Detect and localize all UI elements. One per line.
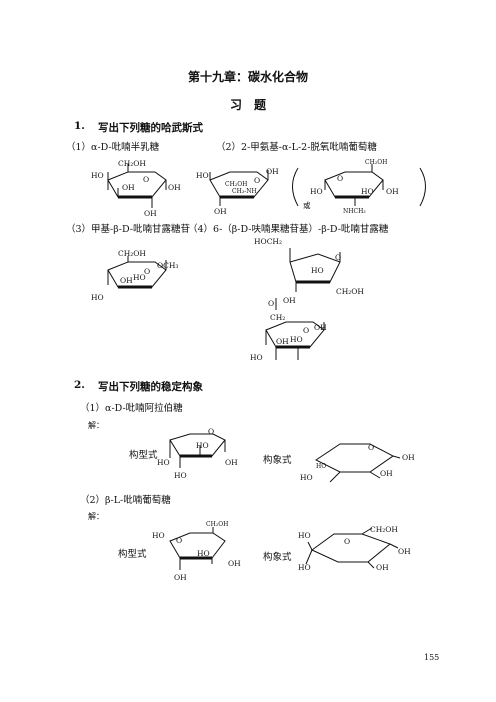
- q2-1-chair-oh2: OH: [380, 469, 393, 478]
- q2-2-oh: OH: [228, 559, 241, 568]
- exercises-title: 习 题: [229, 98, 266, 112]
- q1-or: 或: [303, 200, 311, 210]
- q1-4-ho2: HO: [290, 335, 303, 344]
- q1-3-och3: OCH₃: [157, 261, 178, 270]
- q2-1-conform-label: 构象式: [263, 455, 292, 466]
- q2-2-config-label: 构型式: [118, 549, 147, 560]
- q1-2-ch2oh: CH₂OH: [225, 181, 247, 188]
- q1-1-oh-bottom: OH: [144, 209, 157, 218]
- q1-2b-oh: OH: [386, 187, 399, 196]
- q1-4-ch2oh: CH₂OH: [336, 287, 364, 296]
- q1-2b-nhch3: NHCH₃: [343, 208, 366, 215]
- q1-3-ring-o: O: [144, 267, 150, 276]
- q1-text: 写出下列糖的哈武斯式: [98, 122, 203, 134]
- q1-number: 1.: [74, 120, 85, 132]
- q2-1-chair-o: O: [368, 443, 374, 452]
- q1-4-hoch2: HOCH₂: [254, 237, 282, 246]
- q2-1-chair-ho2: HO: [300, 473, 313, 482]
- q2-2-chair-oh2: OH: [376, 563, 389, 572]
- q1-3-ho: HO: [133, 273, 146, 282]
- q1-4-furan-o: O: [335, 253, 341, 262]
- q2-2-ring-o: O: [176, 536, 182, 545]
- q1-2b-ho: HO: [310, 187, 323, 196]
- q1-4-ch2: CH₂: [270, 313, 285, 322]
- q2-1-ring-o: O: [208, 427, 214, 436]
- q1-4-bridge-o: O: [268, 299, 274, 308]
- q1-3-ch2oh: CH₂OH: [118, 249, 146, 258]
- q1-2b-ch2oh: CH₂OH: [365, 159, 387, 166]
- q2-item-2: （2）β-L-吡喃葡萄糖: [80, 495, 171, 506]
- q1-2-ring-o: O: [254, 176, 260, 185]
- q1-2-ho: HO: [196, 171, 209, 180]
- q1-2-ch3nh: CH₃-NH: [232, 188, 257, 195]
- q2-1-chair-oh: OH: [402, 453, 415, 462]
- page-number: 155: [424, 653, 440, 662]
- q1-2b-ho2: HO: [361, 187, 374, 196]
- q1-4-ho: HO: [311, 266, 324, 275]
- q2-1-oh: OH: [225, 458, 238, 467]
- q1-2-oh: OH: [266, 167, 279, 176]
- q1-structures: CH₂OH HO O OH OH OH HO CH₂OH CH₃-NH O OH…: [91, 159, 426, 362]
- q2-2-chair-ch2oh: CH₂OH: [370, 525, 398, 534]
- q1-1-ho: HO: [91, 171, 104, 180]
- q2-2-chair-ho2: HO: [298, 563, 311, 572]
- q1-4-oh: OH: [283, 296, 296, 305]
- q2-text: 写出下列糖的稳定构象: [98, 381, 203, 393]
- q2-2-ho: HO: [152, 531, 165, 540]
- q1-1-oh: OH: [122, 183, 135, 192]
- q1-item-4: （4）6-（β-D-呋喃果糖苷基）-β-D-吡喃甘露糖: [188, 224, 389, 235]
- q2-2-chair-ho: HO: [298, 531, 311, 540]
- q1-item-2: （2）2-甲氨基-α-L-2-脱氧吡喃葡萄糖: [216, 142, 377, 153]
- q1-3-oh: OH: [120, 276, 133, 285]
- q1-4-oh2: OH: [276, 337, 289, 346]
- q1-4-ho-bottom: HO: [250, 353, 263, 362]
- q2-2-chair-oh: OH: [398, 547, 411, 556]
- q1-1-ring-o: O: [143, 175, 149, 184]
- q2-2-conform-label: 构象式: [263, 552, 292, 563]
- q1-1-oh-anomeric: OH: [168, 183, 181, 192]
- q1-4-pyran-o: O: [303, 326, 309, 335]
- q1-1-ch2oh: CH₂OH: [118, 159, 146, 168]
- q2-item-1: （1）α-D-吡喃阿拉伯糖: [80, 403, 183, 414]
- q1-3-ho-bottom: HO: [91, 293, 104, 302]
- q2-1-ho: HO: [196, 441, 209, 450]
- q1-4-oh-anomeric: OH: [314, 323, 327, 332]
- q2-1-config-label: 构型式: [129, 450, 158, 461]
- q2-solution-1: 解：: [88, 421, 104, 430]
- q2-structures: O HO HO OH HO O OH HO OH HO CH₂OH HO O H…: [152, 427, 415, 582]
- q2-2-ho2: HO: [197, 549, 210, 558]
- q2-number: 2.: [74, 379, 85, 391]
- chapter-title: 第十九章：碳水化合物: [187, 70, 308, 84]
- q2-1-ho-bottom: HO: [174, 471, 187, 480]
- q2-2-ch2oh: CH₂OH: [206, 521, 228, 528]
- q2-1-chair-ho: HO: [316, 463, 326, 470]
- q1-item-3: （3）甲基-β-D-吡喃甘露糖苷: [66, 224, 190, 235]
- q2-2-chair-o: O: [344, 537, 350, 546]
- q1-2b-ring-o: O: [337, 174, 343, 183]
- q1-2-oh-bottom: OH: [214, 207, 227, 216]
- q2-solution-2: 解：: [88, 512, 104, 521]
- q2-2-oh-bottom: OH: [174, 573, 187, 582]
- q2-1-ho-left: HO: [157, 458, 170, 467]
- q1-item-1: （1）α-D-吡喃半乳糖: [66, 142, 160, 153]
